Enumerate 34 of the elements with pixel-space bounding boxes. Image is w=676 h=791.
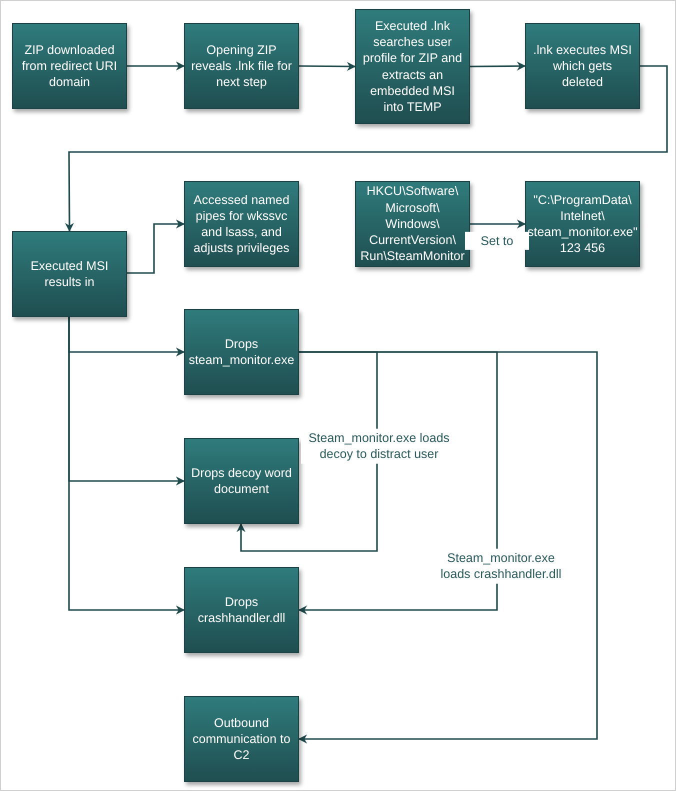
process-box bbox=[12, 23, 127, 109]
box-text: HKCU\Software\ Microsoft\ Windows\ CurrentVersion\ Run\SteamMonitor bbox=[360, 183, 465, 265]
arrow bbox=[298, 351, 498, 614]
box-text: Executed MSI results in bbox=[30, 258, 110, 290]
arrow bbox=[68, 317, 185, 614]
box-text: .lnk executes MSI which gets deleted bbox=[532, 42, 633, 90]
edge-label: Set to bbox=[465, 232, 529, 250]
process-box bbox=[355, 9, 470, 124]
process-box bbox=[184, 567, 299, 653]
arrow bbox=[64, 65, 668, 232]
process-box bbox=[184, 309, 299, 395]
box-text: Drops crashhandler.dll bbox=[196, 594, 286, 626]
box-text: ZIP downloaded from redirect URI domain bbox=[20, 42, 118, 90]
process-box bbox=[184, 181, 299, 267]
box-text: Drops steam_monitor.exe bbox=[188, 336, 294, 368]
process-box bbox=[525, 181, 640, 267]
box-text: "C:\ProgramData\ Intelnet\ steam_monitor.exe" 123 456 bbox=[527, 192, 638, 256]
arrow bbox=[127, 220, 185, 274]
box-text: Opening ZIP reveals .lnk file for next step bbox=[190, 42, 293, 90]
box-text: Executed .lnk searches user profile for ZIP and extracts an embedded MSI into TEMP bbox=[362, 18, 464, 116]
box-text: Drops decoy word document bbox=[190, 464, 293, 498]
arrow bbox=[236, 351, 378, 552]
box-text: Outbound communication to C2 bbox=[192, 714, 292, 764]
process-box bbox=[12, 231, 127, 317]
process-box bbox=[184, 23, 299, 109]
process-box bbox=[525, 23, 640, 109]
arrow bbox=[127, 62, 185, 70]
arrow bbox=[470, 220, 526, 228]
arrow bbox=[298, 351, 598, 744]
process-box bbox=[184, 696, 299, 782]
arrow bbox=[299, 62, 356, 71]
process-box bbox=[184, 438, 299, 524]
box-text: Accessed named pipes for wkssvc and lsass, and adjusts privileges bbox=[192, 192, 290, 256]
arrow bbox=[470, 62, 526, 71]
